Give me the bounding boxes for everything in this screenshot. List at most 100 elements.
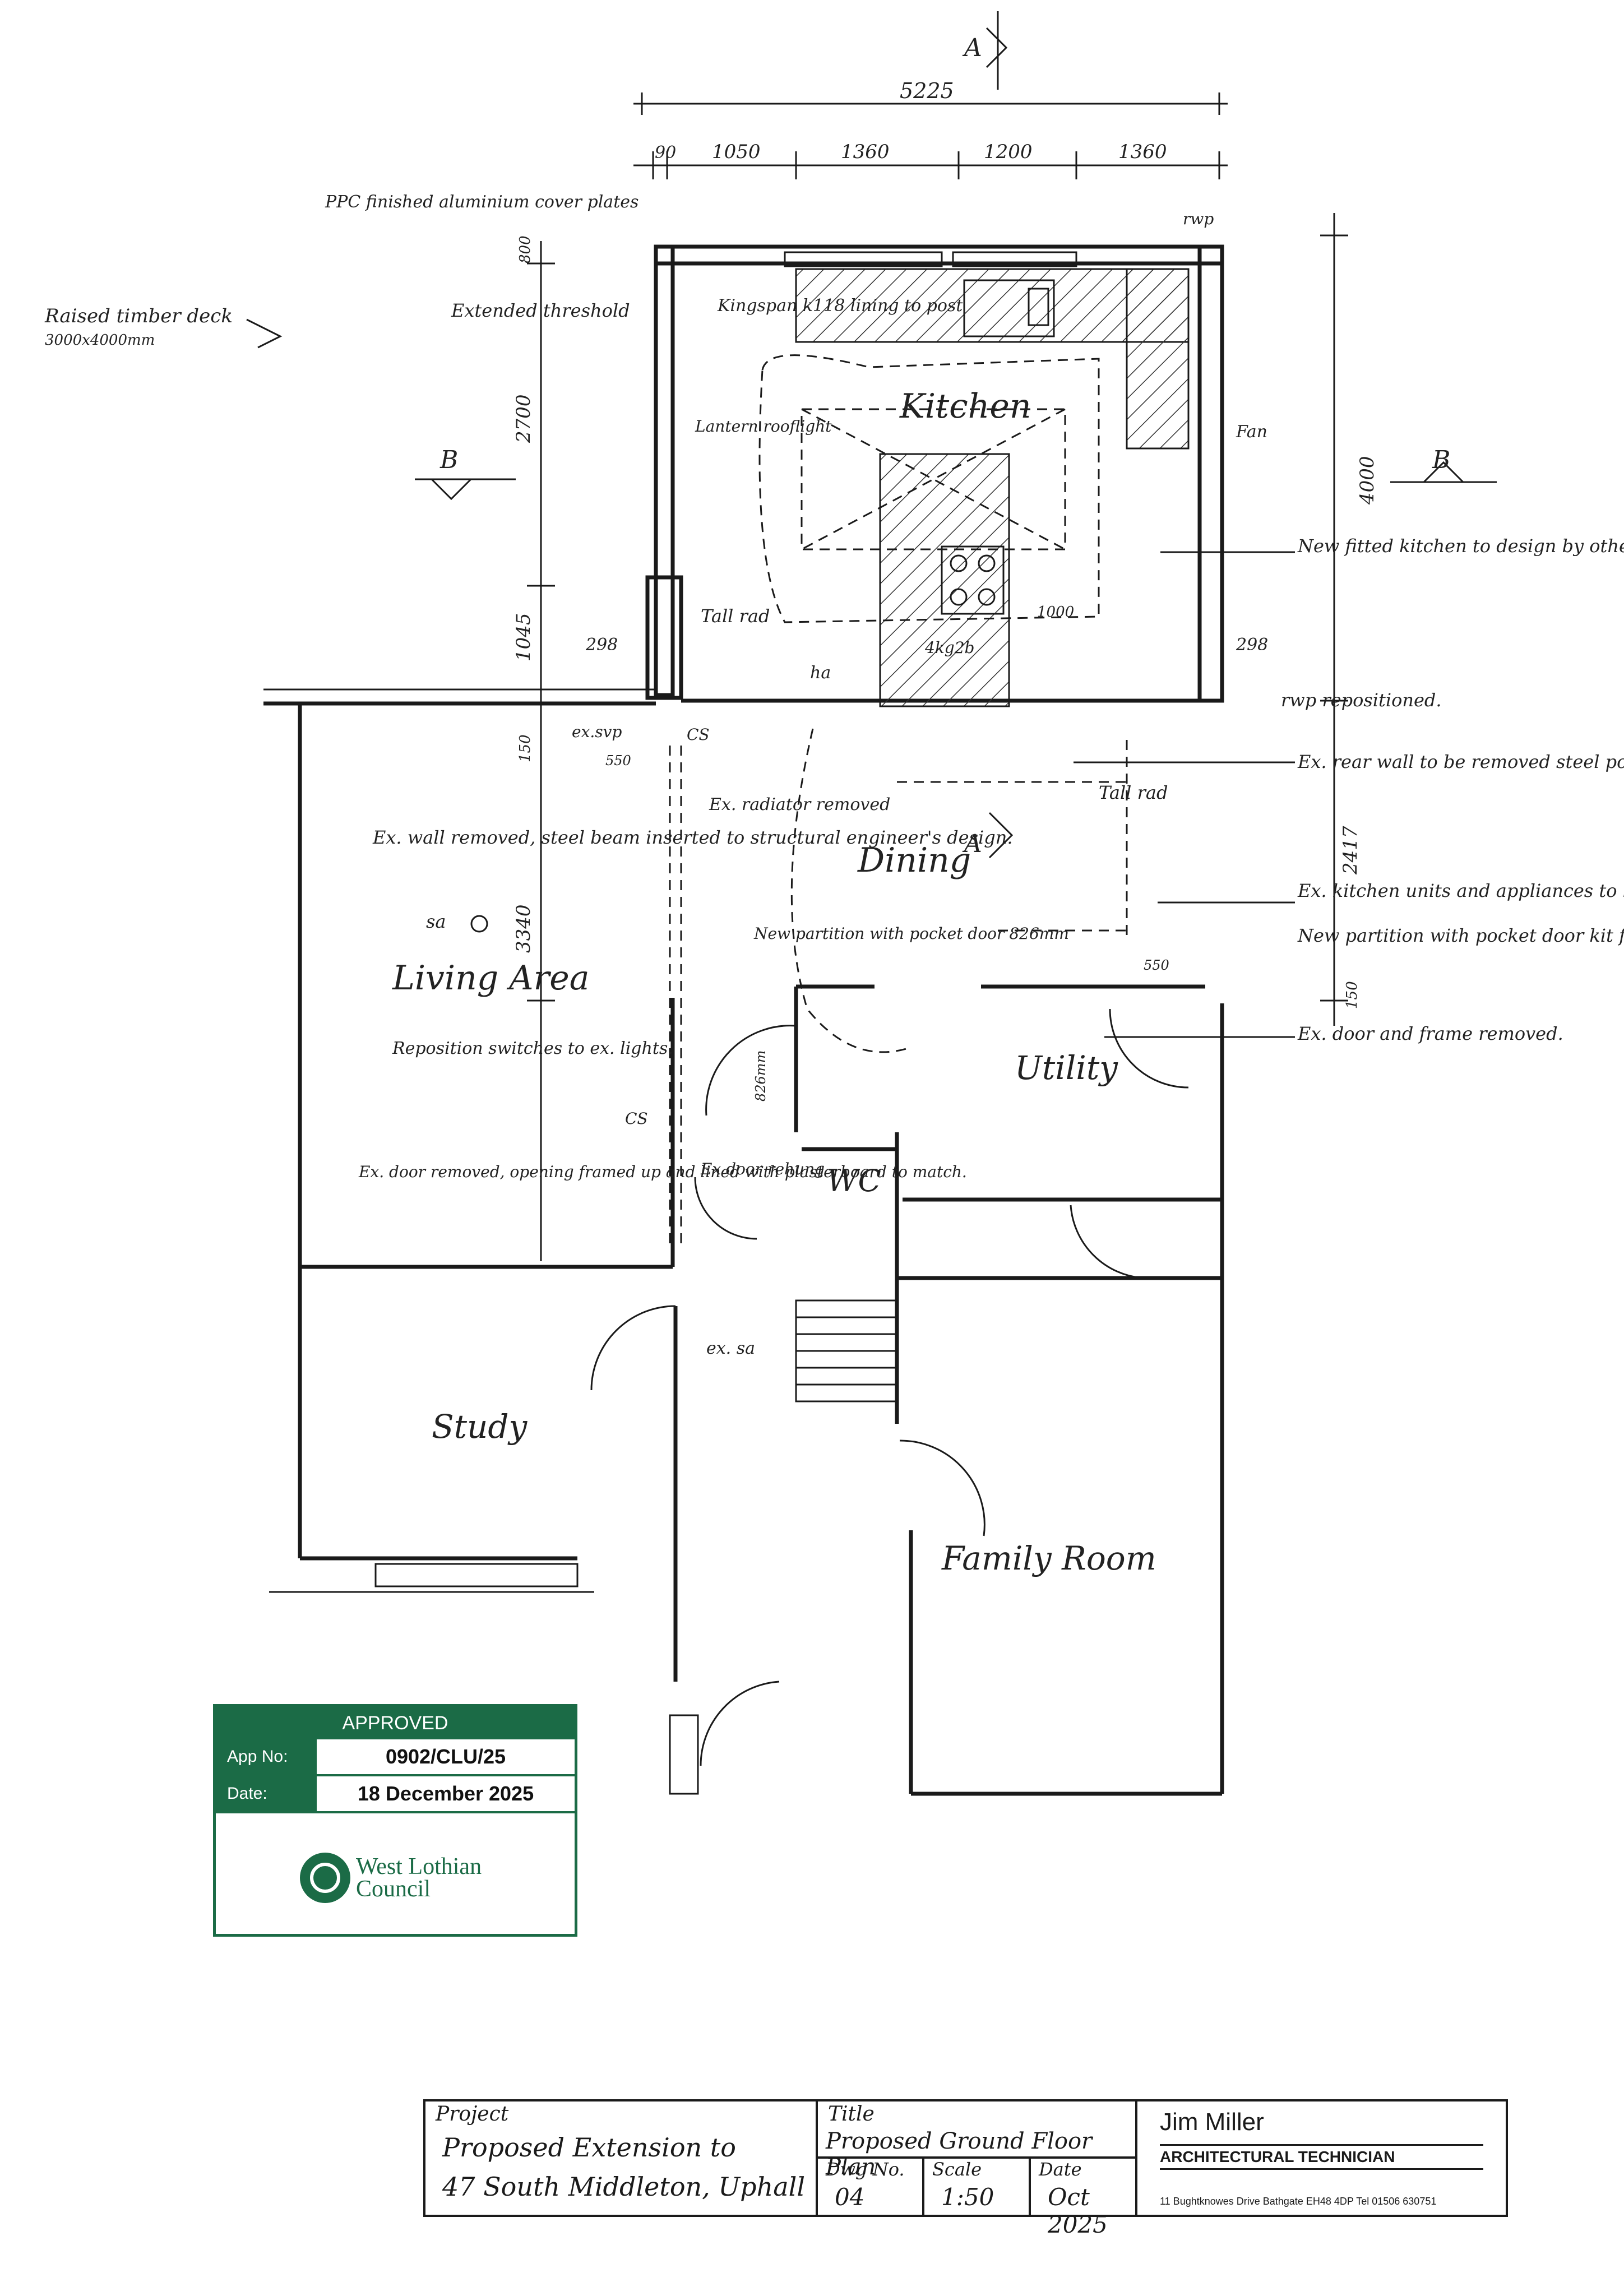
- tb-scale: Scale 1:50: [924, 2159, 1031, 2215]
- dim-550-a: 550: [605, 753, 631, 769]
- svg-text:B: B: [439, 446, 458, 474]
- tb-address: 11 Bughtknowes Drive Bathgate EH48 4DP T…: [1160, 2196, 1437, 2207]
- tb-project-line2: 47 South Middleton, Uphall: [442, 2172, 806, 2202]
- note-tall-rad-1: Tall rad: [701, 605, 770, 627]
- section-marker-a-top: A: [962, 11, 1008, 90]
- note-deck: Raised timber deck: [44, 305, 233, 327]
- tb-title-cell: Title Proposed Ground Floor Plan Dwg No.…: [818, 2101, 1137, 2238]
- dim-298-right: 298: [1236, 635, 1268, 655]
- note-tall-rad-2: Tall rad: [1099, 782, 1168, 803]
- tb-scale-value: 1:50: [941, 2183, 994, 2211]
- council-name-line2: Council: [356, 1876, 431, 1902]
- section-marker-b-left: B: [415, 446, 516, 501]
- sink: [963, 279, 1055, 337]
- svg-text:A: A: [962, 34, 982, 62]
- room-wc: WC: [827, 1163, 881, 1198]
- dim-seg-4: 1200: [984, 141, 1033, 163]
- room-family: Family Room: [941, 1539, 1156, 1577]
- dim-150: 150: [517, 734, 534, 762]
- note-ex-sa: ex. sa: [706, 1339, 755, 1358]
- lantern-rooflight: [758, 354, 1100, 623]
- stamp-date: 18 December 2025: [357, 1782, 534, 1805]
- tb-project-cell: Project Proposed Extension to 47 South M…: [425, 2101, 818, 2215]
- tb-dwg-caption: Dwg No.: [826, 2159, 905, 2180]
- stamp-app-label: App No:: [216, 1739, 317, 1774]
- council-name-line1: West Lothian: [356, 1854, 482, 1880]
- note-reposition: Reposition switches to ex. lights.: [392, 1039, 673, 1058]
- tb-date-value: Oct 2025: [1048, 2183, 1108, 2238]
- kitchen-island: [879, 453, 1010, 707]
- note-rwp-top: rwp: [1183, 210, 1214, 228]
- extension-walls: [645, 244, 1224, 703]
- note-sa-1: sa: [426, 911, 446, 932]
- tb-role: ARCHITECTURAL TECHNICIAN: [1160, 2144, 1483, 2170]
- note-cs-1: CS: [687, 725, 710, 744]
- note-kitchen-units: Ex. kitchen units and appliances to be r…: [1297, 880, 1624, 901]
- dining-layout-lines: [669, 728, 1128, 1250]
- tb-date-caption: Date: [1039, 2159, 1082, 2180]
- tb-dwg-value: 04: [835, 2183, 865, 2211]
- dim-right-2: 2417: [1339, 826, 1362, 875]
- note-kingspan: Kingspan k118 lining to post: [717, 296, 963, 316]
- tb-date: Date Oct 2025: [1031, 2159, 1135, 2238]
- note-fan: Fan: [1236, 422, 1267, 442]
- note-deck-size: 3000x4000mm: [45, 332, 155, 349]
- top-dimensions: 5225 90 1050 1360 1200 1360: [633, 78, 1228, 179]
- section-marker-b-right: B: [1390, 446, 1497, 483]
- stamp-app-row: App No: 0902/CLU/25: [216, 1739, 575, 1776]
- note-ex-radiator: Ex. radiator removed: [709, 795, 890, 814]
- tb-title-caption: Title: [828, 2103, 875, 2126]
- door-swings: [590, 1008, 1189, 1766]
- note-new-kitchen: New fitted kitchen to design by others.: [1297, 535, 1624, 557]
- existing-walls: [263, 688, 1224, 1796]
- dim-right-1: 4000: [1356, 456, 1378, 505]
- note-new-partition: New partition with pocket door 826mm: [753, 924, 1069, 943]
- note-ppc: PPC finished aluminium cover plates: [325, 192, 639, 212]
- front-step: [669, 1714, 699, 1795]
- section-marker-a-mid: A: [962, 812, 1014, 859]
- tb-dwg: Dwg No. 04: [818, 2159, 924, 2215]
- note-door-826: 826mm: [753, 1050, 769, 1101]
- floor-plan-drawing: 5225 90 1050 1360 1200 1360 2700 1045 33…: [44, 11, 1624, 1796]
- note-opening: Ex. door removed, opening framed up and …: [358, 1163, 967, 1181]
- note-rear-wall: Ex. rear wall to be removed steel posts …: [1297, 751, 1624, 772]
- left-dimensions: 2700 1045 3340: [512, 241, 555, 1261]
- stairs: [795, 1299, 898, 1402]
- svg-text:B: B: [1432, 446, 1450, 474]
- dim-298-left: 298: [585, 635, 618, 655]
- note-lantern: Lantern rooflight: [695, 417, 832, 436]
- stamp-app-no: 0902/CLU/25: [385, 1745, 506, 1768]
- tb-author: Jim Miller: [1160, 2108, 1264, 2136]
- note-ha: ha: [810, 663, 831, 683]
- dim-150-right: 150: [1344, 981, 1361, 1009]
- tb-project-line1: Proposed Extension to: [442, 2132, 736, 2163]
- dim-seg-2: 1050: [712, 141, 761, 163]
- dim-left-2: 1045: [512, 613, 535, 661]
- note-cs-2: CS: [625, 1109, 648, 1128]
- room-utility: Utility: [1015, 1049, 1118, 1087]
- study-window: [374, 1563, 579, 1587]
- tb-project-caption: Project: [436, 2103, 509, 2126]
- note-ex-wall: Ex. wall removed, steel beam inserted to…: [372, 827, 1013, 848]
- dim-left-3: 3340: [512, 904, 535, 953]
- council-logo: West Lothian Council: [300, 1853, 482, 1903]
- dim-overall: 5225: [900, 78, 954, 103]
- note-threshold: Extended threshold: [451, 300, 630, 321]
- stamp-status: APPROVED: [216, 1707, 575, 1739]
- dim-left-1: 2700: [512, 394, 535, 443]
- kitchen-worktop-side: [1126, 268, 1190, 450]
- room-kitchen: Kitchen: [899, 387, 1031, 426]
- room-study: Study: [432, 1408, 528, 1446]
- dim-550-b: 550: [1144, 957, 1169, 973]
- room-dining: Dining: [857, 841, 971, 880]
- stamp-date-row: Date: 18 December 2025: [216, 1776, 575, 1813]
- title-block: Project Proposed Extension to 47 South M…: [423, 2099, 1508, 2238]
- room-living: Living Area: [392, 959, 590, 998]
- svg-text:A: A: [962, 830, 982, 858]
- note-door-frame: Ex. door and frame removed.: [1297, 1023, 1563, 1044]
- dim-800: 800: [517, 235, 534, 263]
- hob: [941, 545, 1005, 615]
- note-hob: 4kg2b: [924, 638, 974, 657]
- note-rwp-repos: rwp repositioned.: [1281, 689, 1442, 711]
- note-pocket-kit: New partition with pocket door kit forme…: [1297, 925, 1624, 946]
